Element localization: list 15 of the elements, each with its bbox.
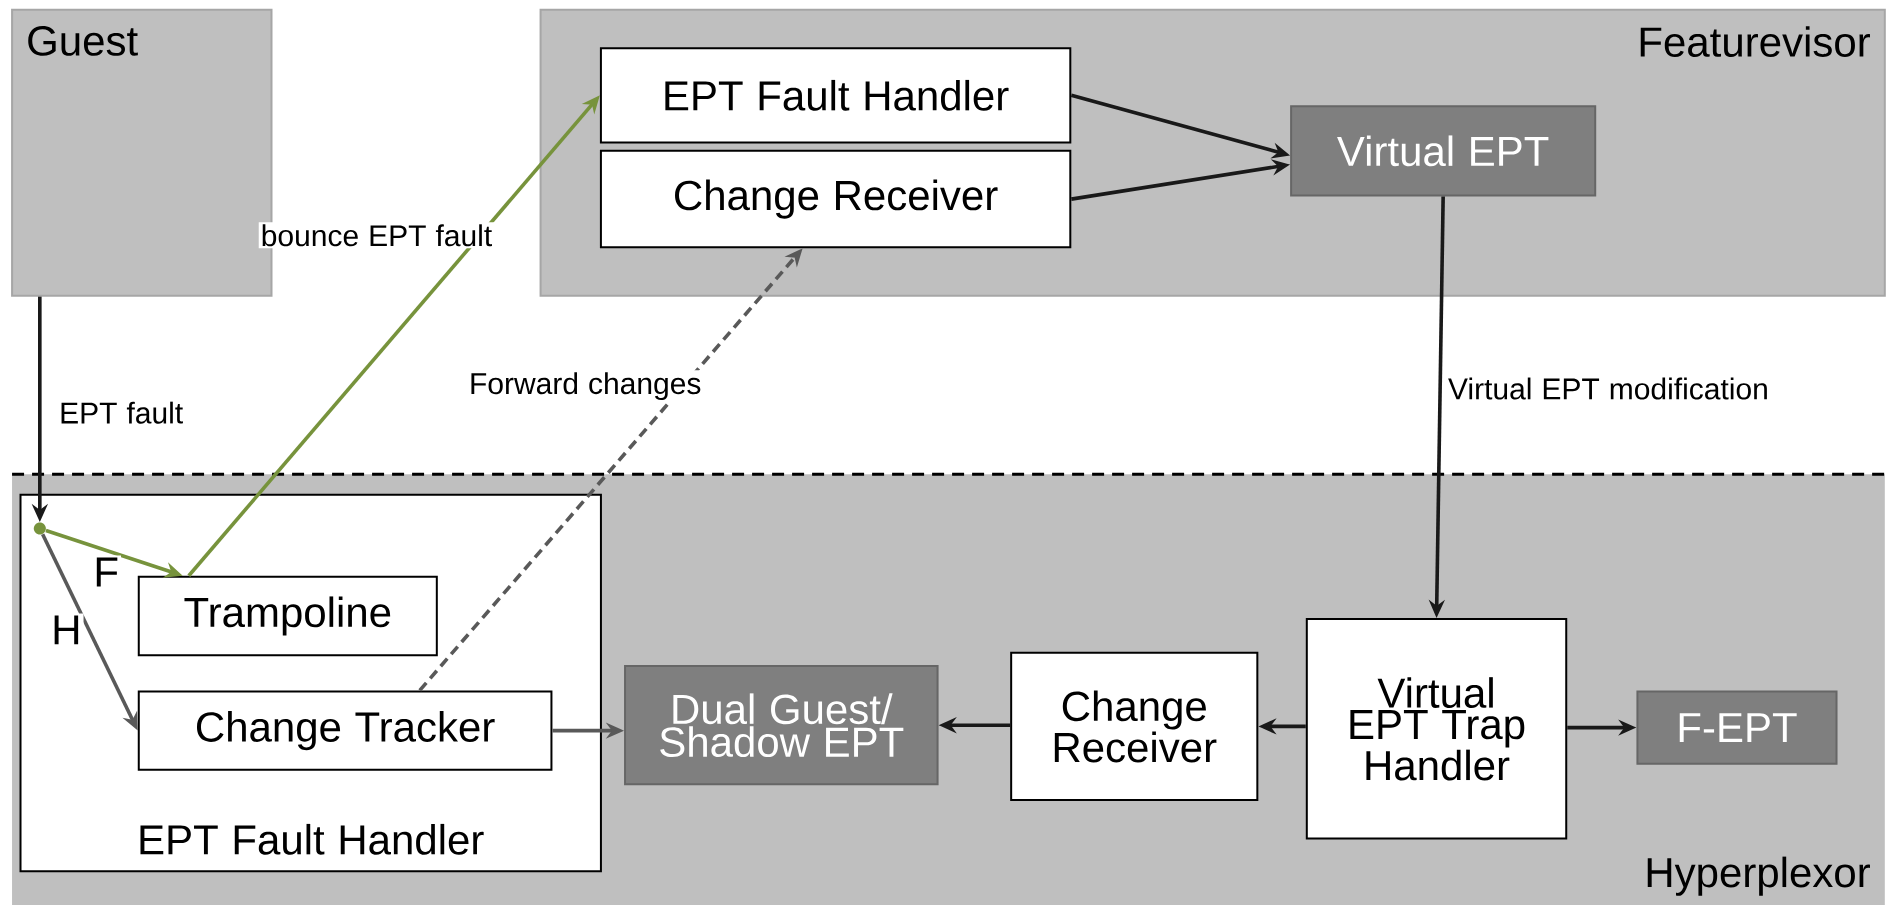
edge-label: H: [49, 613, 84, 647]
process-box: Change Receiver: [1010, 652, 1259, 802]
process-box: Change Receiver: [599, 150, 1072, 249]
process-box: F-EPT: [1636, 690, 1838, 765]
process-box: Virtual EPT: [1290, 105, 1597, 197]
process-box: Dual Guest/ Shadow EPT: [624, 665, 939, 786]
edge-label: EPT fault: [57, 399, 186, 426]
process-box: EPT Fault Handler: [599, 47, 1072, 144]
process-box: Virtual EPT Trap Handler: [1305, 618, 1568, 840]
edge-label: Virtual EPT modification: [1445, 375, 1771, 402]
edge-label: bounce EPT fault: [258, 222, 495, 249]
process-box: Trampoline: [137, 576, 438, 657]
edge-label: Forward changes: [467, 370, 704, 403]
edge-label: F: [91, 555, 121, 589]
process-box: Change Tracker: [137, 690, 553, 772]
